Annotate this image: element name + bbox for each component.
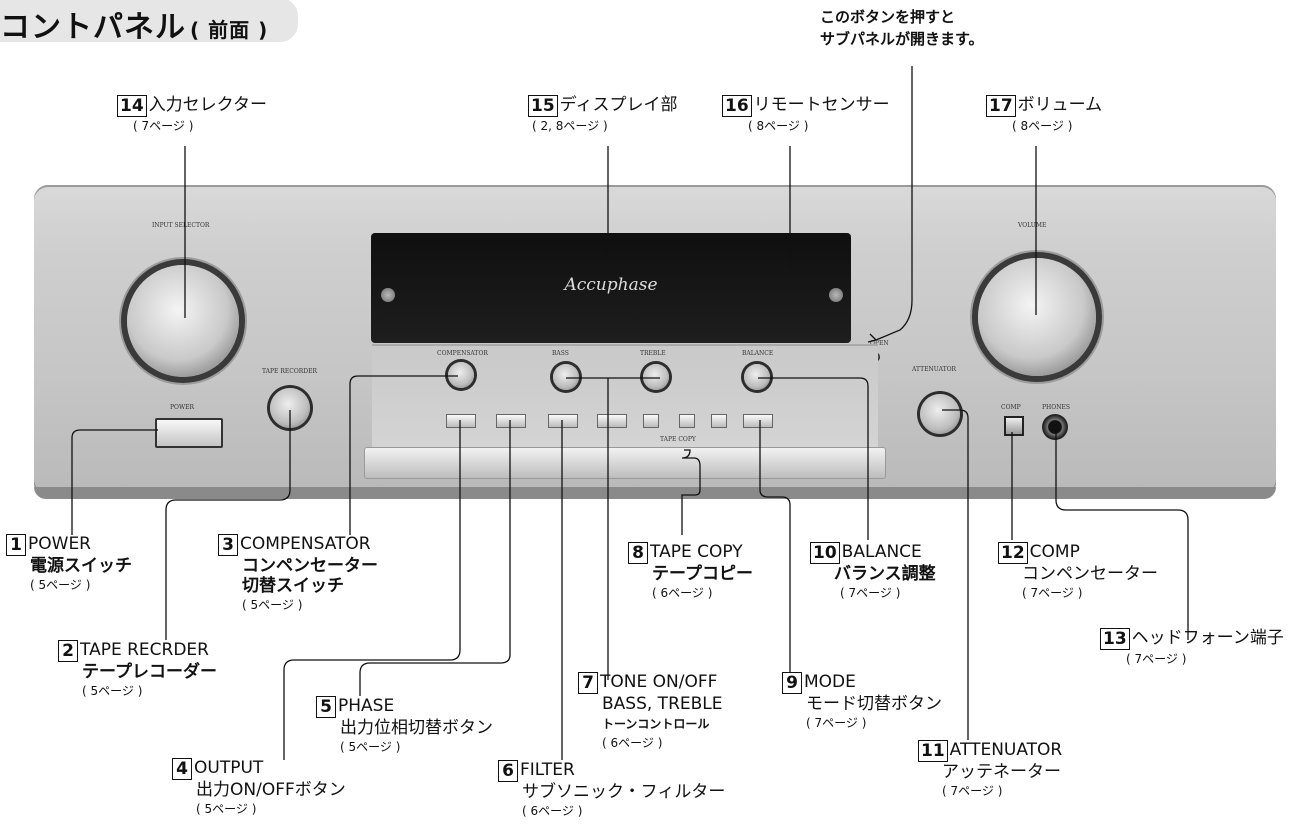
tape-recorder-print: TAPE RECORDER	[262, 368, 317, 375]
balance-knob[interactable]	[744, 364, 770, 390]
attenuator-knob[interactable]	[920, 394, 960, 434]
power-button[interactable]	[155, 418, 223, 448]
subpanel-flap	[364, 447, 886, 479]
display-screw-left	[381, 288, 395, 302]
balance-print: BALANCE	[742, 350, 773, 357]
panel-base	[34, 487, 1276, 499]
page-subtitle: ( 前面 )	[190, 18, 268, 42]
treble-knob[interactable]	[643, 364, 669, 390]
display-screw-right	[829, 288, 843, 302]
subpanel	[372, 344, 878, 458]
display: Accuphase	[371, 233, 851, 343]
comp-print: COMP	[1001, 404, 1021, 411]
note-line-1: このボタンを押すと	[820, 6, 984, 28]
tape-recorder-knob[interactable]	[270, 388, 310, 428]
phones-print: PHONES	[1042, 404, 1070, 411]
tape-copy-print: TAPE COPY	[660, 436, 696, 443]
power-print: POWER	[170, 404, 194, 411]
page-title: コントパネル( 前面 )	[0, 2, 268, 46]
note-line-2: サブパネルが開きます。	[820, 28, 984, 50]
tape-copy-1-2-button[interactable]	[679, 414, 695, 428]
mode-button[interactable]	[743, 414, 773, 428]
subpanel-note: このボタンを押すと サブパネルが開きます。	[820, 6, 984, 50]
attenuator-print: ATTENUATOR	[912, 366, 956, 373]
headphone-jack[interactable]	[1042, 414, 1068, 440]
volume-print: VOLUME	[1018, 222, 1046, 229]
comp-button[interactable]	[1004, 416, 1024, 436]
volume-knob[interactable]	[978, 258, 1096, 376]
bass-knob[interactable]	[553, 364, 579, 390]
tape-copy-2-1-button[interactable]	[711, 414, 727, 428]
brand-logo: Accuphase	[371, 275, 851, 295]
input-selector-knob[interactable]	[127, 265, 239, 377]
tape-copy-off-button[interactable]	[643, 414, 659, 428]
compensator-knob[interactable]	[448, 362, 474, 388]
compensator-print: COMPENSATOR	[437, 350, 488, 357]
phase-button[interactable]	[496, 414, 526, 428]
output-button[interactable]	[446, 414, 476, 428]
bass-print: BASS	[552, 350, 569, 357]
input-selector-print: INPUT SELECTOR	[152, 222, 209, 229]
filter-button[interactable]	[548, 414, 578, 428]
tone-button[interactable]	[597, 414, 627, 428]
treble-print: TREBLE	[640, 350, 666, 357]
